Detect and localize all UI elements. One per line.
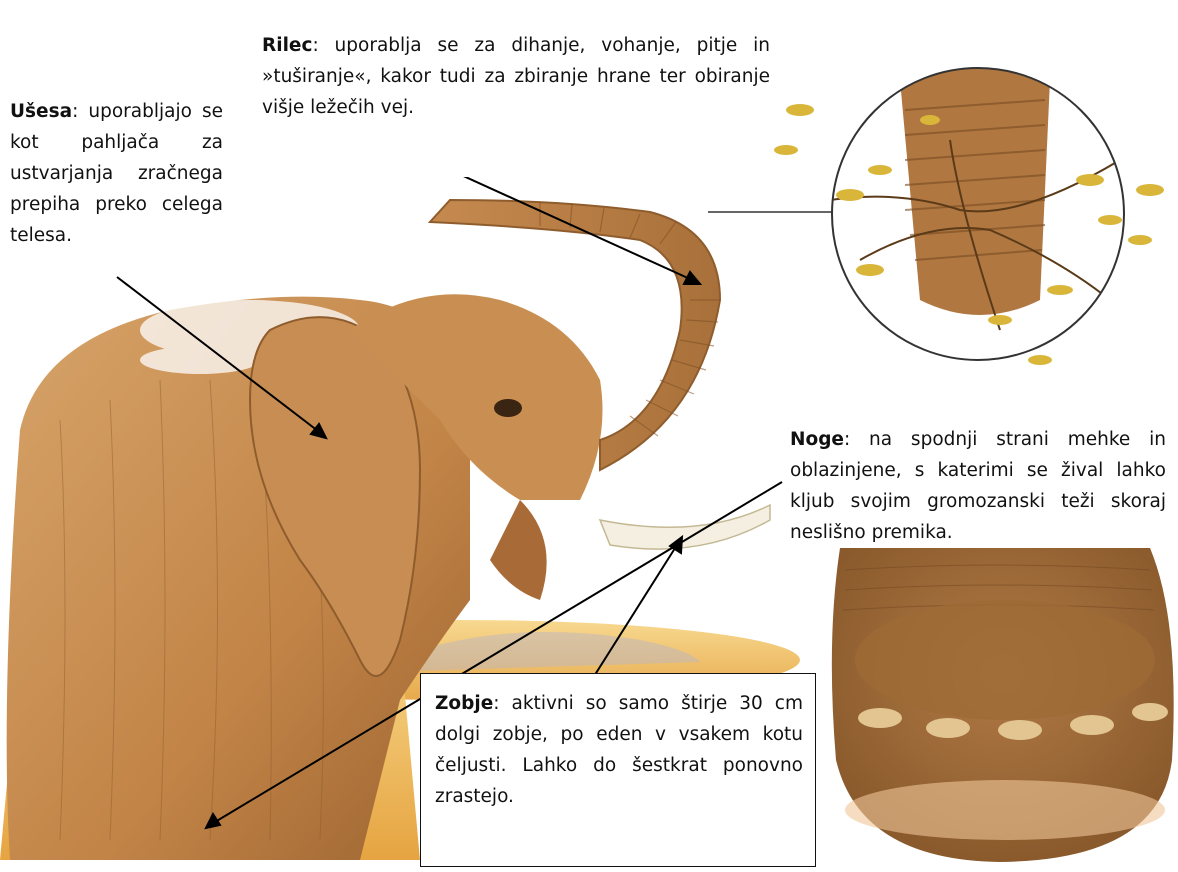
label-rilec-text: : uporablja se za dihanje, vohanje, pitj… <box>262 35 770 118</box>
label-rilec: Rilec: uporablja se za dihanje, vohanje,… <box>262 30 770 123</box>
foot-detail <box>832 548 1174 862</box>
label-noge: Noge: na spodnji strani mehke in oblazin… <box>790 424 1166 548</box>
label-zobje-term: Zobje <box>435 693 493 714</box>
label-noge-text: : na spodnji strani mehke in oblazinjene… <box>790 429 1166 543</box>
label-usesa: Ušesa: uporabljajo se kot pahljača za us… <box>10 96 223 251</box>
elephant-tusk <box>600 505 770 549</box>
label-noge-term: Noge <box>790 429 844 450</box>
label-rilec-term: Rilec <box>262 35 312 56</box>
trunk-detail-circle <box>774 65 1164 365</box>
label-usesa-text: : uporabljajo se kot pahljača za ustvarj… <box>10 101 223 246</box>
label-usesa-term: Ušesa <box>10 101 72 122</box>
label-zobje-box: Zobje: aktivni so samo štirje 30 cm dolg… <box>420 673 816 867</box>
